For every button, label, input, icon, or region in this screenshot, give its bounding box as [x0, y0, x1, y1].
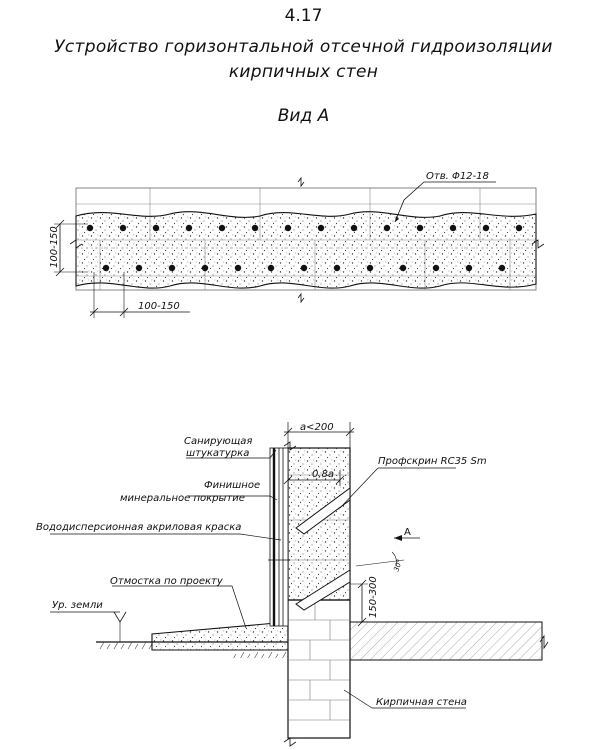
finish-coating-label-1: Финишное [204, 480, 260, 491]
plan-horizontal-dimension: 100-150 [138, 301, 180, 312]
injection-hole [218, 224, 226, 232]
sanitizing-plaster-label-1: Санирующая [184, 436, 252, 447]
injection-hole [284, 224, 292, 232]
plaster-band [75, 211, 537, 289]
injection-hole [399, 264, 407, 272]
injection-hole [168, 264, 176, 272]
wall-section [50, 422, 549, 747]
injection-holes [86, 224, 523, 272]
injection-hole [416, 224, 424, 232]
injection-hole [251, 224, 259, 232]
injection-hole [432, 264, 440, 272]
injection-hole [465, 264, 473, 272]
blind-area-label: Отмостка по проекту [110, 576, 224, 587]
view-marker-label: A [404, 527, 411, 538]
product-label: Профскрин RC35 Sm [378, 456, 487, 467]
plan-view [54, 176, 545, 318]
drawing-title-line-2: кирпичных стен [228, 62, 379, 82]
injection-hole [498, 264, 506, 272]
injection-hole [333, 264, 341, 272]
injection-hole [449, 224, 457, 232]
injection-hole [185, 224, 193, 232]
injection-hole [350, 224, 358, 232]
injection-hole [201, 264, 209, 272]
injection-hole [383, 224, 391, 232]
injection-hole [317, 224, 325, 232]
soil-right [349, 621, 543, 661]
injection-hole [102, 264, 110, 272]
ground-level-label: Ур. земли [52, 600, 103, 611]
hole-label: Отв. Φ12-18 [426, 171, 489, 182]
injection-hole [515, 224, 523, 232]
blind-area [151, 621, 289, 651]
sheet-number: 4.17 [284, 6, 323, 26]
injection-hole [86, 224, 94, 232]
wall-thickness-label: a<200 [300, 422, 334, 433]
brick-wall-lower [287, 599, 351, 739]
brick-wall-label: Кирпичная стена [376, 697, 467, 708]
view-a-title: Вид А [277, 106, 330, 126]
sanitizing-plaster-label-2: штукатурка [186, 448, 249, 459]
injection-hole [135, 264, 143, 272]
drawing-title-line-1: Устройство горизонтальной отсечной гидро… [54, 37, 553, 57]
injection-depth-label: 0,8a [312, 469, 334, 480]
injection-hole [300, 264, 308, 272]
injection-channel-upper [295, 487, 351, 535]
injection-hole [267, 264, 275, 272]
injection-hole [152, 224, 160, 232]
acrylic-paint-label: Вододисперсионная акриловая краска [36, 522, 241, 533]
injection-hole [482, 224, 490, 232]
injection-hole [119, 224, 127, 232]
finish-coating-label-2: минеральное покрытие [120, 493, 245, 504]
plan-vertical-dimension: 100-150 [49, 226, 60, 268]
injection-hole [234, 264, 242, 272]
injection-hole [366, 264, 374, 272]
angle-label: 30° [392, 558, 404, 572]
injection-height-label: 150-300 [368, 576, 379, 618]
injection-channel-lower [295, 569, 351, 611]
